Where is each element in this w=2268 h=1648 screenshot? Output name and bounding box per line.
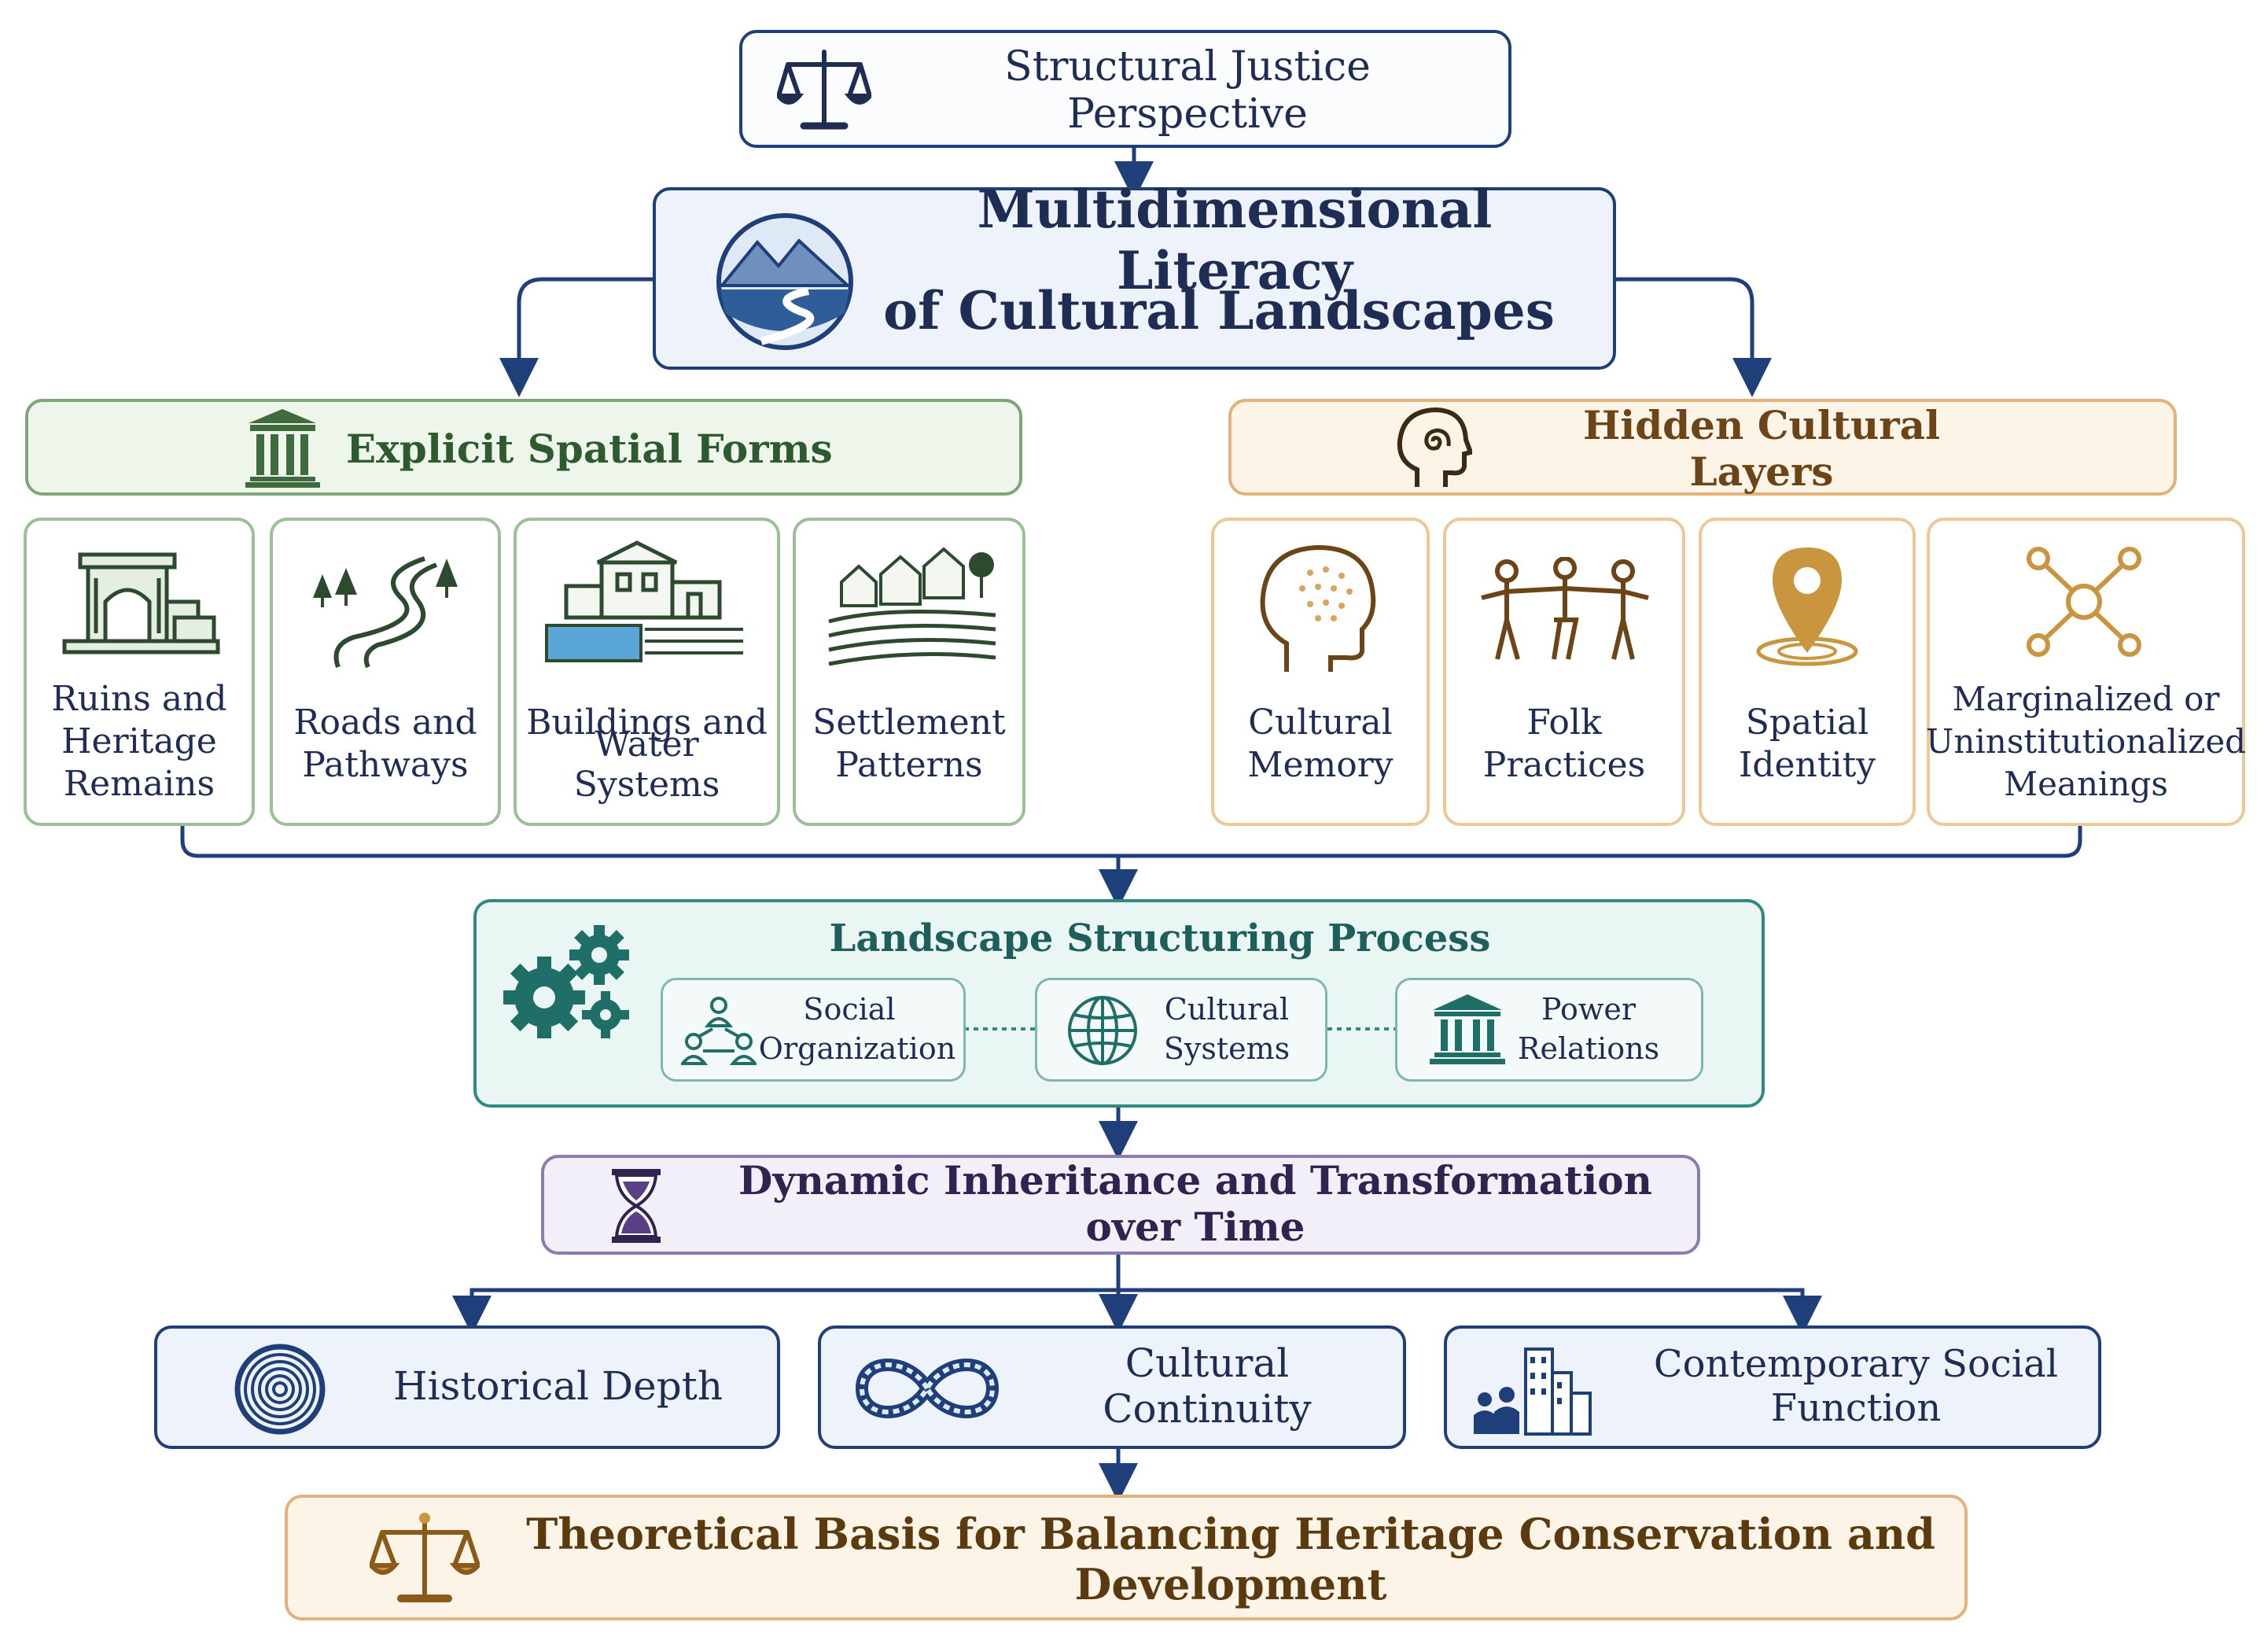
social-label-1: Social	[803, 992, 896, 1027]
marginalized-label-1: Marginalized or	[1952, 679, 2220, 718]
explicit-card-roads	[270, 518, 501, 826]
location-pin-icon	[1756, 547, 1858, 666]
city-people-icon	[1474, 1348, 1592, 1436]
hidden-card-folk	[1443, 518, 1685, 826]
arrow-core-to-explicit	[499, 277, 653, 397]
merge-bracket	[180, 826, 2082, 858]
classical-column-icon	[245, 409, 320, 488]
theoretical-basis-title: Theoretical Basis for Balancing Heritage…	[526, 1509, 1935, 1609]
contemporary-function-label: Contemporary Social Function	[1653, 1342, 2059, 1430]
settlement-village-icon	[828, 547, 996, 666]
folk-label-2: Practices	[1482, 744, 1646, 785]
head-spiral-icon	[1397, 407, 1472, 487]
institution-building-icon	[1430, 994, 1505, 1064]
folk-label-1: Folk	[1526, 702, 1602, 743]
explicit-forms-header	[25, 399, 1022, 496]
identity-label-2: Identity	[1738, 744, 1876, 785]
hidden-layers-header	[1228, 399, 2177, 496]
settlement-label-1: Settlement	[812, 702, 1006, 743]
globe-icon	[1068, 996, 1137, 1065]
ruins-icon	[62, 552, 220, 654]
head-memory-icon	[1260, 544, 1376, 672]
dynamic-inheritance-box	[541, 1155, 1700, 1255]
gears-icon	[503, 925, 629, 1038]
theoretical-basis-box	[285, 1495, 1968, 1620]
winding-road-icon	[313, 556, 458, 669]
network-nodes-icon	[2027, 547, 2141, 657]
memory-label-2: Memory	[1247, 744, 1394, 785]
social-label-2: Organization	[758, 1031, 956, 1066]
landscape-river-icon	[716, 213, 853, 350]
ruins-label-1: Ruins and	[51, 678, 227, 719]
ruins-label-2: Heritage	[61, 721, 217, 761]
hidden-card-memory	[1211, 518, 1430, 826]
ruins-label-3: Remains	[63, 763, 215, 804]
building-water-icon	[545, 540, 743, 662]
gold-scales-icon	[370, 1513, 480, 1602]
marginalized-label-3: Meanings	[2004, 764, 2168, 803]
hourglass-icon	[612, 1169, 661, 1243]
dynamic-inheritance-title: Dynamic Inheritance and Transformation o…	[738, 1157, 1652, 1250]
tree-rings-icon	[234, 1344, 326, 1435]
arrow-core-to-hidden	[1616, 277, 1772, 397]
historical-depth-label: Historical Depth	[393, 1363, 723, 1409]
hidden-card-marginalized	[1927, 518, 2245, 826]
identity-label-1: Spatial	[1745, 702, 1869, 743]
dancing-people-icon	[1481, 557, 1649, 660]
structuring-process-title: Landscape Structuring Process	[829, 916, 1491, 960]
core-title-line2: of Cultural Landscapes	[883, 280, 1555, 341]
people-network-icon	[681, 997, 757, 1065]
scales-icon	[777, 50, 871, 130]
infinity-knot-icon	[855, 1359, 1000, 1418]
power-label-2: Relations	[1517, 1031, 1660, 1066]
roads-label-2: Pathways	[302, 744, 469, 785]
buildings-label-1: Buildings and	[526, 702, 768, 743]
power-label-1: Power	[1541, 992, 1637, 1027]
marginalized-label-2: Uninstitutionalized	[1925, 721, 2247, 761]
roads-label-1: Roads and	[293, 702, 477, 743]
cultural-continuity-label: Cultural Continuity	[1103, 1340, 1312, 1432]
cultural-systems-label-1: Cultural	[1164, 992, 1290, 1027]
outcome-cultural-continuity	[818, 1325, 1406, 1449]
explicit-forms-title: Explicit Spatial Forms	[346, 425, 833, 472]
settlement-label-2: Patterns	[835, 744, 983, 785]
cultural-systems-label-2: Systems	[1163, 1031, 1290, 1066]
memory-label-1: Cultural	[1248, 702, 1393, 743]
